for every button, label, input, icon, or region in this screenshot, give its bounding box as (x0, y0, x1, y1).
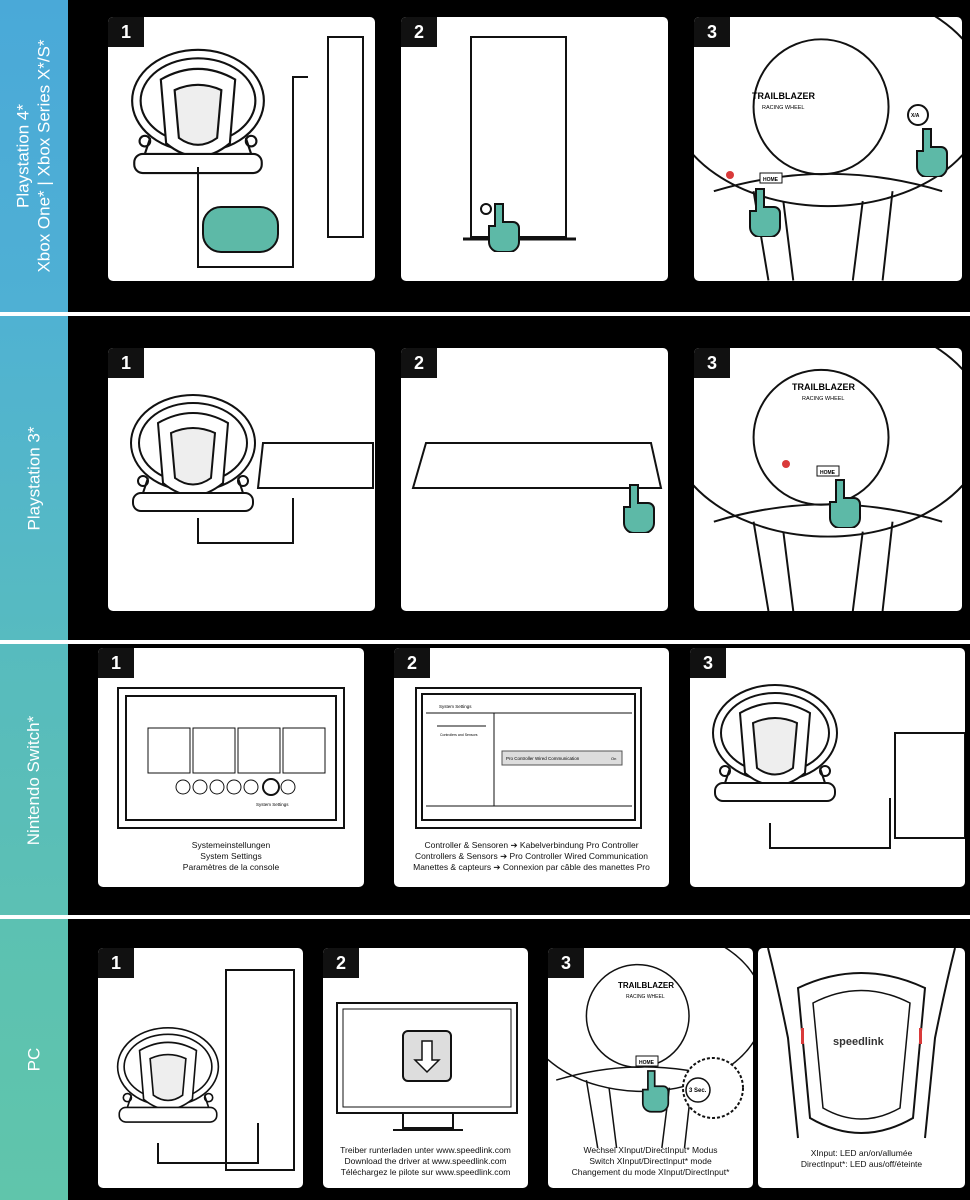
caption: Systemeinstellungen System Settings Para… (98, 840, 364, 873)
wheel-title: TRAILBLAZER (792, 382, 855, 392)
wheel-home-button-illustration: TRAILBLAZER RACING WHEEL HOME X/A (694, 17, 962, 281)
home-button-label: HOME (763, 177, 779, 183)
caption-line: Controllers & Sensors ➔ Pro Controller W… (415, 851, 648, 861)
caption-line: XInput: LED an/on/allumée (810, 1148, 913, 1158)
caption-line: Switch XInput/DirectInput* mode (589, 1156, 712, 1166)
xa-button-label: X/A (911, 113, 920, 119)
section-label-line: Xbox One* | Xbox Series X*/S* (35, 39, 55, 273)
home-button-label: HOME (639, 1060, 655, 1066)
caption-line: Paramètres de la console (182, 862, 280, 872)
switch-home-screen-illustration: System Settings (117, 687, 345, 829)
menu-item-controllers: Controllers and Sensors (440, 733, 478, 737)
wheel-ps3-connection-illustration (130, 394, 374, 544)
step-number: 2 (394, 648, 430, 678)
step-number: 3 (690, 648, 726, 678)
wheel-home-button-illustration: TRAILBLAZER RACING WHEEL HOME (694, 348, 962, 611)
option-wired-communication: Pro Controller Wired Communication (506, 756, 580, 761)
switch-settings-screen-illustration: System Settings Controllers and Sensors … (415, 687, 642, 829)
step-number: 1 (98, 648, 134, 678)
caption: XInput: LED an/on/allumée DirectInput*: … (758, 1148, 965, 1170)
wheel-subtitle: RACING WHEEL (762, 105, 804, 111)
driver-download-illustration (336, 1002, 518, 1131)
console-power-illustration (463, 36, 576, 252)
caption: Wechsel XInput/DirectInput* Modus Switch… (548, 1145, 753, 1178)
ps3-step-2: 2 (401, 348, 668, 611)
caption-line: DirectInput*: LED aus/off/éteinte (800, 1159, 923, 1169)
home-button-label: HOME (820, 470, 836, 476)
ps3-power-illustration (411, 442, 663, 533)
section-label-line: PC (24, 1047, 44, 1072)
caption-line: Download the driver at www.speedlink.com (344, 1156, 507, 1166)
divider (0, 640, 970, 644)
section-label-ps4-xbox: Playstation 4*Xbox One* | Xbox Series X*… (0, 0, 68, 312)
ps4-step-1: 1 (108, 17, 375, 281)
wheel-mode-switch-illustration: TRAILBLAZER RACING WHEEL HOME 3 Sec. (548, 948, 753, 1148)
wheel-subtitle: RACING WHEEL (802, 396, 844, 402)
pc-step-4: speedlink XInput: LED an/on/allumée Dire… (758, 948, 965, 1188)
step-number: 2 (323, 948, 359, 978)
step-number: 1 (108, 348, 144, 378)
wheel-pc-connection-illustration (116, 969, 295, 1171)
ps4-step-3: 3 TRAILBLAZER RACING WHEEL HOME X/A (694, 17, 962, 281)
wheel-title: TRAILBLAZER (618, 981, 674, 990)
option-state: On (611, 756, 616, 761)
caption-line: Controller & Sensoren ➔ Kabelverbindung … (424, 840, 639, 850)
section-label-switch: Nintendo Switch* (0, 644, 68, 916)
section-label: Playstation 4*Xbox One* | Xbox Series X*… (13, 39, 55, 272)
caption-line: Changement du mode XInput/DirectInput* (571, 1167, 730, 1177)
section-label-line: Nintendo Switch* (24, 715, 44, 845)
section-label-pc: PC (0, 919, 68, 1200)
caption-line: Wechsel XInput/DirectInput* Modus (583, 1145, 718, 1155)
pc-step-3: 3 TRAILBLAZER RACING WHEEL HOME 3 Sec. W… (548, 948, 753, 1188)
step-number: 3 (694, 17, 730, 47)
divider (0, 915, 970, 919)
wheel-console-connection-illustration (131, 36, 364, 268)
wheel-switch-dock-illustration (712, 684, 965, 849)
wheel-title: TRAILBLAZER (752, 91, 815, 101)
switch-step-3: 3 (690, 648, 965, 887)
divider (0, 312, 970, 316)
step-number: 2 (401, 348, 437, 378)
step-number: 1 (108, 17, 144, 47)
caption-line: System Settings (200, 851, 262, 861)
step-number: 1 (98, 948, 134, 978)
pc-step-1: 1 (98, 948, 303, 1188)
section-label-line: Playstation 3* (24, 426, 44, 531)
switch-step-2: 2 System Settings Controllers and Sensor… (394, 648, 669, 887)
step-number: 3 (694, 348, 730, 378)
system-settings-label: System Settings (439, 704, 472, 709)
caption-line: Treiber runterladen unter www.speedlink.… (340, 1145, 511, 1155)
caption-line: Manettes & capteurs ➔ Connexion par câbl… (413, 862, 650, 872)
timer-label: 3 Sec. (689, 1088, 707, 1094)
wheel-led-illustration: speedlink (767, 948, 956, 1139)
ps4-step-2: 2 (401, 17, 668, 281)
step-number: 3 (548, 948, 584, 978)
system-settings-label: System Settings (256, 802, 289, 807)
section-label-ps3: Playstation 3* (0, 316, 68, 641)
caption-line: Téléchargez le pilote sur www.speedlink.… (340, 1167, 511, 1177)
caption-line: Systemeinstellungen (191, 840, 271, 850)
ps3-step-1: 1 (108, 348, 375, 611)
brand-logo: speedlink (833, 1036, 885, 1048)
caption: Treiber runterladen unter www.speedlink.… (323, 1145, 528, 1178)
section-label-line: Playstation 4* (14, 104, 34, 208)
wheel-subtitle: RACING WHEEL (626, 994, 665, 1000)
switch-step-1: 1 System Settings Systemeinstellungen Sy… (98, 648, 364, 887)
pc-step-2: 2 Treiber runterladen unter www.speedlin… (323, 948, 528, 1188)
step-number: 2 (401, 17, 437, 47)
caption: Controller & Sensoren ➔ Kabelverbindung … (394, 840, 669, 873)
ps3-step-3: 3 TRAILBLAZER RACING WHEEL HOME (694, 348, 962, 611)
